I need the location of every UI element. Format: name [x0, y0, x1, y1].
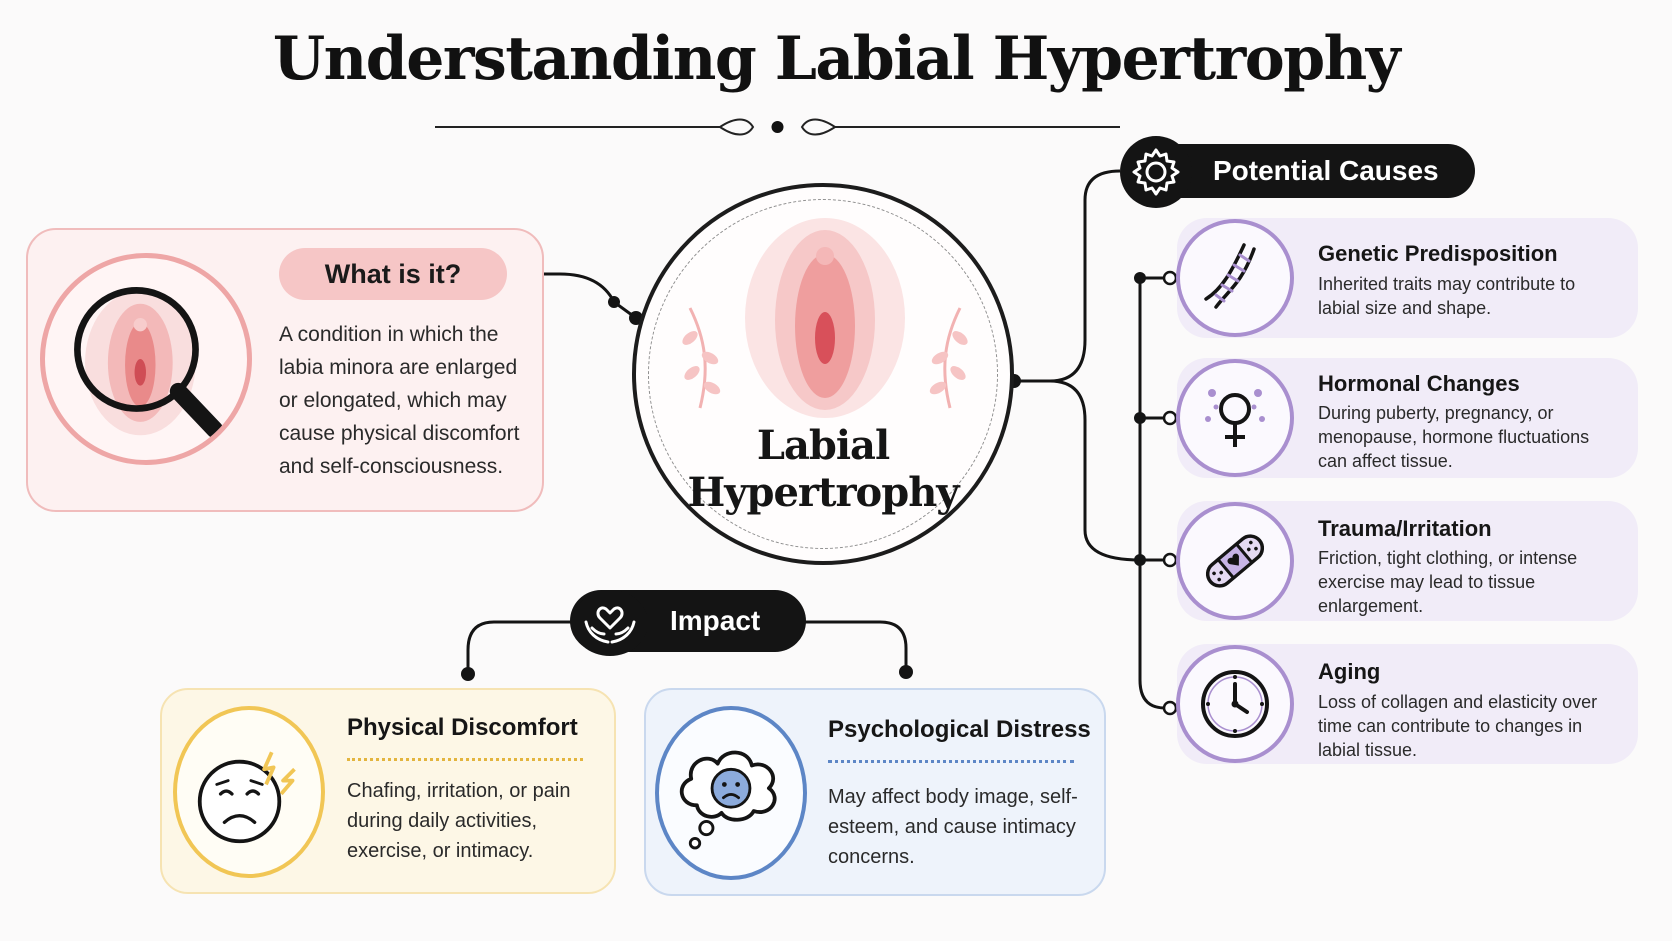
bandage-icon — [1176, 502, 1294, 620]
what-is-it-description: A condition in which the labia minora ar… — [279, 323, 520, 478]
magnifier-icon — [40, 253, 252, 465]
what-is-it-heading: What is it? — [279, 248, 507, 300]
cause-description: Friction, tight clothing, or intense exe… — [1318, 548, 1578, 616]
center-label-line1: Labial — [756, 422, 890, 469]
cause-description: During puberty, pregnancy, or menopause,… — [1318, 403, 1590, 471]
cause-title: Aging — [1318, 659, 1381, 684]
pained-face-icon — [173, 706, 325, 878]
center-label-line2: Hypertrophy — [687, 469, 959, 516]
psychological-distress-description: May affect body image, self-esteem, and … — [828, 786, 1078, 868]
female-symbol-icon — [1176, 359, 1294, 477]
anatomy-illustration-icon — [682, 218, 968, 418]
cause-title: Genetic Predisposition — [1318, 241, 1558, 266]
physical-discomfort-divider — [347, 758, 583, 761]
clock-icon — [1176, 645, 1294, 763]
physical-discomfort-title: Physical Discomfort — [347, 714, 578, 741]
psychological-distress-title: Psychological Distress — [828, 716, 1091, 743]
cause-title: Hormonal Changes — [1318, 371, 1520, 396]
dna-icon — [1176, 219, 1294, 337]
psychological-distress-divider — [828, 760, 1074, 763]
center-label: Labial Hypertrophy — [632, 422, 1014, 516]
physical-discomfort-description: Chafing, irritation, or pain during dail… — [347, 780, 571, 862]
cause-title: Trauma/Irritation — [1318, 516, 1492, 541]
gear-icon — [1120, 136, 1192, 208]
thought-cloud-icon — [655, 706, 807, 880]
page-title: Understanding Labial Hypertrophy — [272, 24, 1401, 94]
cause-description: Inherited traits may contribute to labia… — [1318, 274, 1576, 318]
cause-description: Loss of collagen and elasticity over tim… — [1318, 692, 1598, 760]
title-divider-ornament — [435, 118, 1120, 136]
center-inner-ring — [648, 199, 998, 549]
heart-hands-icon — [572, 590, 648, 656]
